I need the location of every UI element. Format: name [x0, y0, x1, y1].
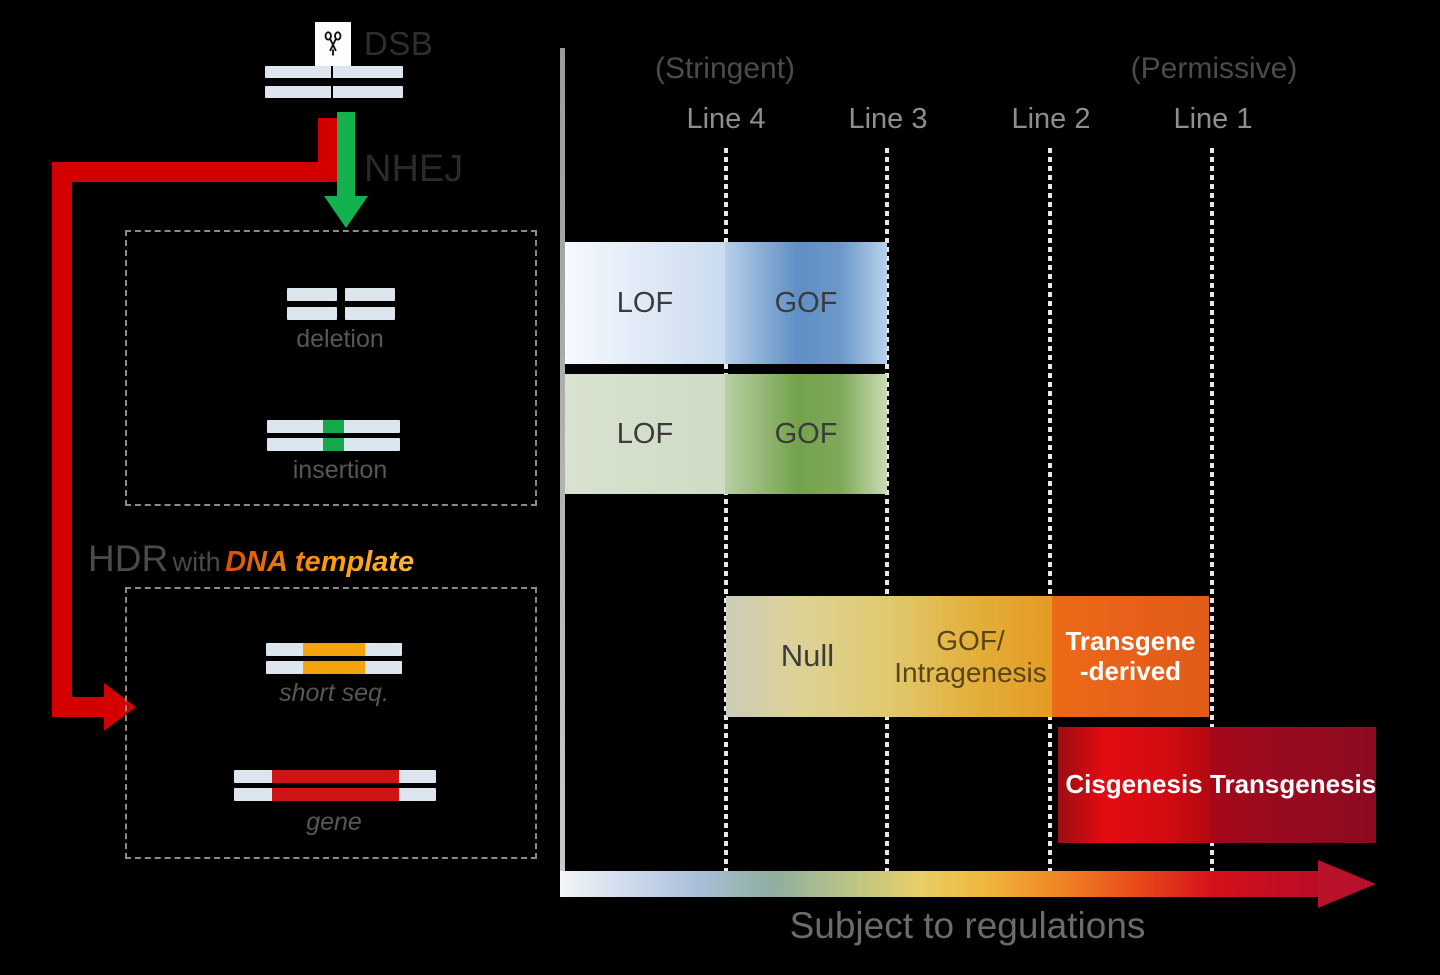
- line-header-2: Line 2: [1011, 103, 1091, 135]
- nhej-blue-bar: LOF GOF: [565, 242, 887, 364]
- deletion-label: deletion: [296, 325, 384, 353]
- null-label: Null: [780, 638, 835, 674]
- dsb-cut-bottom: [331, 86, 333, 98]
- transgenesis-label: Transgenesis: [1210, 769, 1377, 800]
- insertion-label: insertion: [292, 456, 388, 484]
- divider-line-1: [1210, 148, 1214, 876]
- red-bar-cell-transgenesis: Transgenesis: [1210, 727, 1377, 843]
- orange-bar-cell-transgene: Transgene -derived: [1052, 596, 1209, 717]
- line-header-4: Line 4: [686, 103, 766, 135]
- cisgenesis-label: Cisgenesis: [1065, 769, 1203, 800]
- deletion-strand-left-bottom: [287, 307, 337, 320]
- dsb-label: DSB: [364, 25, 434, 62]
- blue-lof-label: LOF: [616, 286, 674, 319]
- hdr-header: HDR with DNA template: [88, 538, 414, 580]
- divider-line-3: [885, 148, 889, 876]
- hdr-orange-bar: Null GOF/ Intragenesis Transgene -derive…: [726, 596, 1209, 717]
- dsb-cut-top: [331, 66, 333, 78]
- dsb-strand-bottom: [265, 86, 403, 98]
- gof-intragenesis-label-line2: Intragenesis: [894, 656, 1047, 688]
- divider-line-2: [1048, 148, 1052, 876]
- nhej-outcome-box: [125, 230, 537, 506]
- transgenesis-red-bar: Cisgenesis Transgenesis: [1058, 727, 1377, 843]
- gof-intragenesis-label-line1: GOF/: [936, 625, 1005, 657]
- transgene-derived-label-line2: -derived: [1079, 655, 1182, 686]
- line-header-1: Line 1: [1173, 103, 1253, 135]
- short-seq-segment-top: [303, 643, 365, 656]
- vertical-axis: [560, 48, 565, 884]
- deletion-strand-right-bottom: [345, 307, 395, 320]
- blue-gof-label: GOF: [774, 286, 838, 319]
- green-gof-label: GOF: [774, 417, 838, 450]
- gene-segment-top: [272, 770, 399, 783]
- dna-template-label: DNA template: [225, 546, 415, 578]
- nhej-arrow-icon: [324, 112, 368, 228]
- deletion-strand-right-top: [345, 288, 395, 301]
- orange-bar-cell-null: Null: [726, 596, 889, 717]
- blue-bar-cell-lof: LOF: [565, 242, 725, 364]
- scissors-icon: [315, 22, 351, 66]
- hdr-outcome-box: [125, 587, 537, 859]
- nhej-green-bar: LOF GOF: [565, 374, 887, 494]
- deletion-strand-left-top: [287, 288, 337, 301]
- transgene-derived-label-line1: Transgene: [1065, 626, 1196, 657]
- insertion-segment-bottom: [323, 438, 344, 451]
- nhej-label: NHEJ: [364, 148, 464, 190]
- gene-segment-bottom: [272, 788, 399, 801]
- stringent-header: (Stringent): [654, 52, 796, 85]
- dsb-strand-top-right: [332, 66, 402, 78]
- regulation-caption: Subject to regulations: [789, 905, 1146, 946]
- gene-label: gene: [306, 808, 362, 836]
- insertion-segment-top: [323, 420, 344, 433]
- green-bar-cell-gof: GOF: [725, 374, 887, 494]
- hdr-label: HDR: [88, 538, 169, 579]
- short-seq-segment-bottom: [303, 661, 365, 674]
- divider-line-4: [724, 148, 728, 876]
- green-lof-label: LOF: [616, 417, 674, 450]
- green-bar-cell-lof: LOF: [565, 374, 725, 494]
- short-seq-label: short seq.: [279, 679, 389, 707]
- orange-bar-cell-intragenesis: GOF/ Intragenesis: [889, 596, 1052, 717]
- blue-bar-cell-gof: GOF: [725, 242, 887, 364]
- line-header-3: Line 3: [848, 103, 928, 135]
- regulation-arrow-head: [1318, 860, 1376, 908]
- regulation-gradient-bar: [560, 871, 1320, 897]
- red-bar-cell-cisgenesis: Cisgenesis: [1058, 727, 1210, 843]
- hdr-with-label: with: [172, 547, 221, 577]
- permissive-header: (Permissive): [1130, 52, 1298, 85]
